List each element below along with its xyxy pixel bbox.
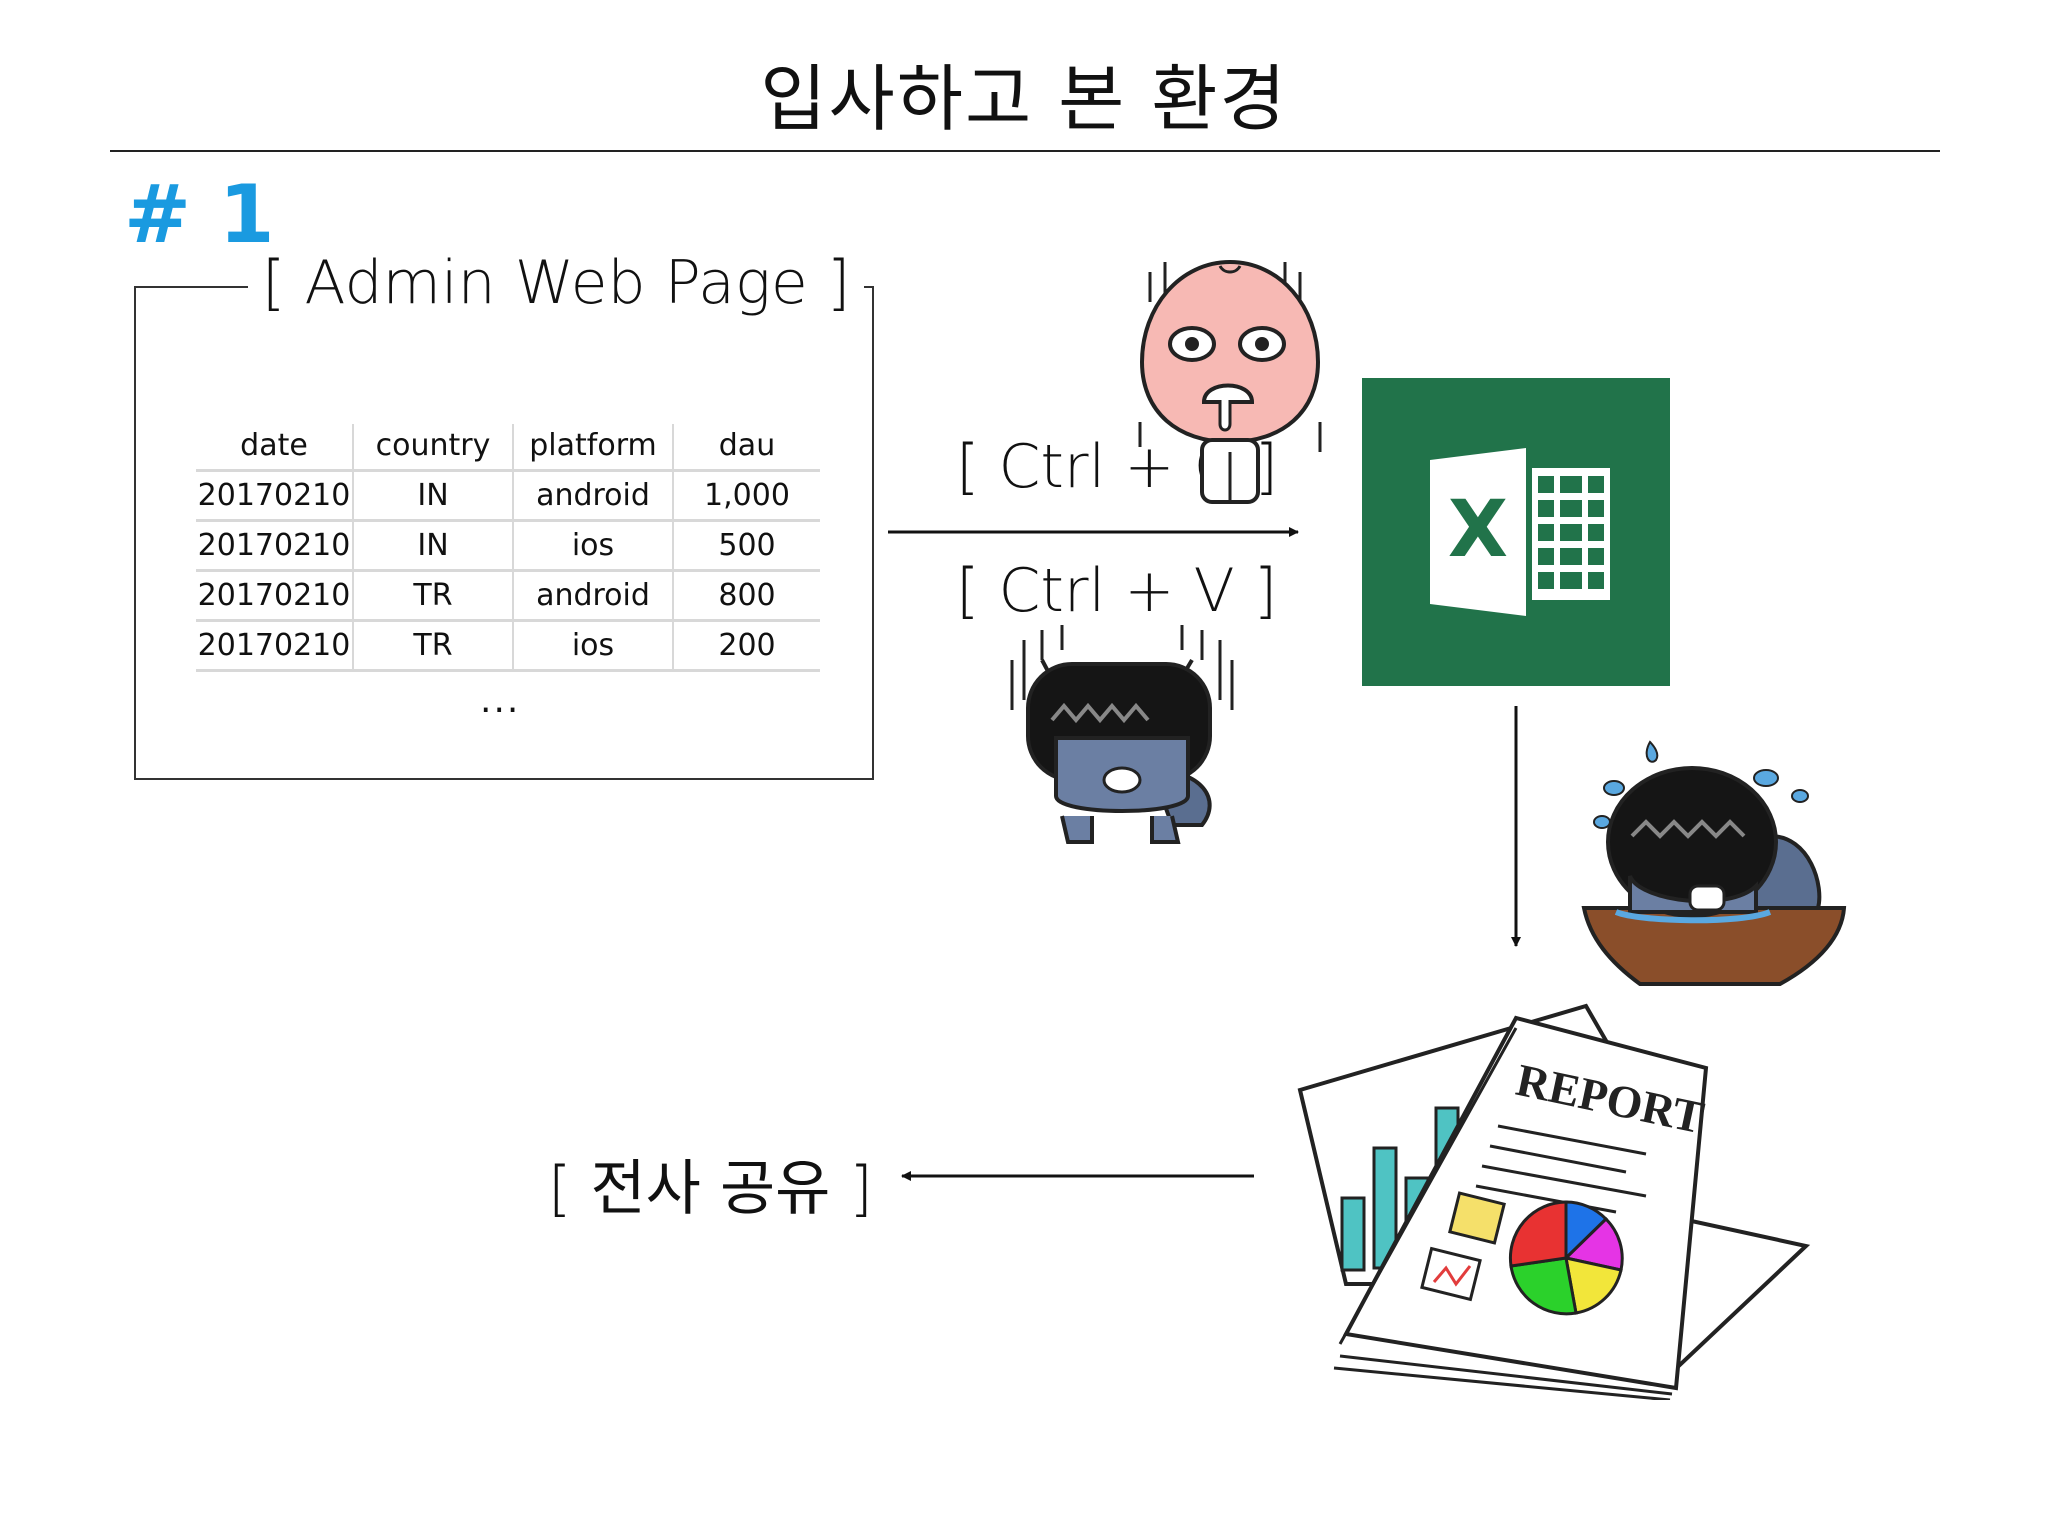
dau-table: date country platform dau 20170210 IN an…: [196, 424, 820, 672]
table-row: 20170210 TR android 800: [196, 570, 820, 622]
title-divider: [110, 150, 1940, 152]
table-cell: 800: [672, 570, 820, 622]
table-cell: ios: [512, 620, 673, 672]
peach-character-icon: [1138, 259, 1322, 504]
table-cell: IN: [352, 470, 513, 522]
table-cell: TR: [352, 570, 513, 622]
table-cell: 20170210: [196, 620, 353, 672]
column-header: dau: [672, 424, 820, 472]
column-header: country: [352, 424, 513, 472]
table-cell: TR: [352, 620, 513, 672]
table-row: 20170210 TR ios 200: [196, 620, 820, 672]
excel-icon: X: [1362, 378, 1670, 686]
section-label: # 1: [124, 168, 275, 261]
crying-character-icon: [1581, 740, 1847, 986]
admin-web-page-label: [ Admin Web Page ]: [248, 248, 865, 318]
table-cell: android: [512, 570, 673, 622]
table-header-row: date country platform dau: [196, 424, 820, 472]
paste-shortcut-label: [ Ctrl + V ]: [956, 556, 1278, 626]
page-title: 입사하고 본 환경: [760, 57, 1288, 141]
column-header: date: [196, 424, 353, 472]
table-cell: 1,000: [672, 470, 820, 522]
table-row: 20170210 IN android 1,000: [196, 470, 820, 522]
table-row: 20170210 IN ios 500: [196, 520, 820, 572]
table-cell: 20170210: [196, 470, 353, 522]
report-icon: REPORT: [1297, 1003, 1811, 1400]
company-share-label: [ 전사 공유 ]: [548, 1154, 873, 1224]
black-cat-character-icon: [1010, 625, 1234, 844]
excel-letter: X: [1448, 485, 1508, 575]
table-cell: ios: [512, 520, 673, 572]
table-cell: 20170210: [196, 570, 353, 622]
table-cell: android: [512, 470, 673, 522]
more-rows-ellipsis: ...: [480, 680, 521, 721]
table-cell: 20170210: [196, 520, 353, 572]
column-header: platform: [512, 424, 673, 472]
table-cell: IN: [352, 520, 513, 572]
table-cell: 200: [672, 620, 820, 672]
table-cell: 500: [672, 520, 820, 572]
